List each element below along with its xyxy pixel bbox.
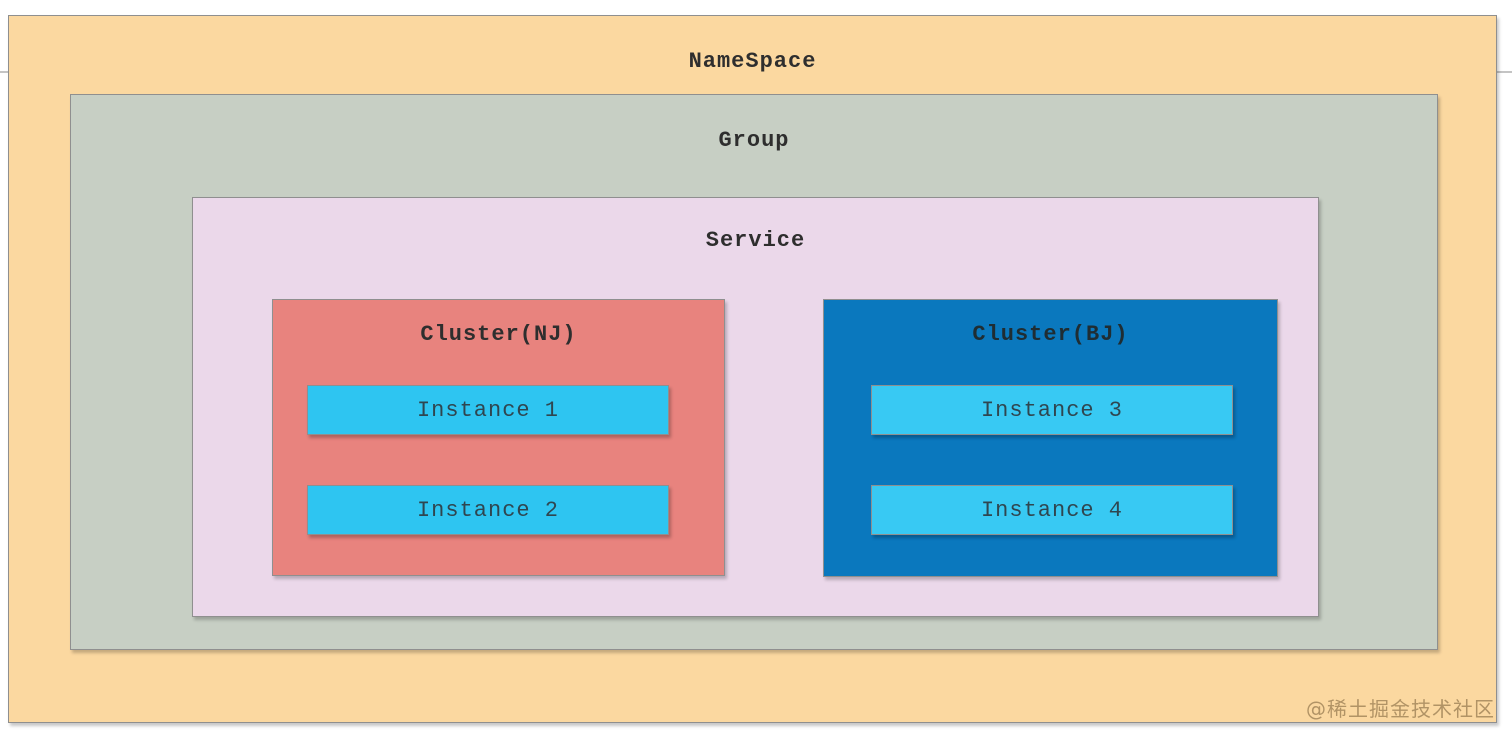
page-rule-right-tick: [1497, 71, 1512, 73]
watermark: @稀土掘金技术社区: [1306, 697, 1495, 721]
group-label: Group: [718, 128, 790, 153]
cluster-nj-label: Cluster(NJ): [420, 322, 577, 347]
instance-4-box: Instance 4: [871, 485, 1233, 535]
namespace-label: NameSpace: [688, 49, 817, 74]
service-box: Service Cluster(NJ) Instance 1 Instance …: [192, 197, 1319, 617]
cluster-bj-box: Cluster(BJ) Instance 3 Instance 4: [823, 299, 1278, 577]
page-rule-left-tick: [0, 71, 8, 73]
instance-2-box: Instance 2: [307, 485, 669, 535]
namespace-box: NameSpace Group Service Cluster(NJ) Inst…: [8, 15, 1497, 723]
instance-3-box: Instance 3: [871, 385, 1233, 435]
cluster-bj-label: Cluster(BJ): [972, 322, 1129, 347]
cluster-nj-box: Cluster(NJ) Instance 1 Instance 2: [272, 299, 725, 576]
group-box: Group Service Cluster(NJ) Instance 1 Ins…: [70, 94, 1438, 650]
service-label: Service: [705, 228, 806, 253]
instance-1-box: Instance 1: [307, 385, 669, 435]
